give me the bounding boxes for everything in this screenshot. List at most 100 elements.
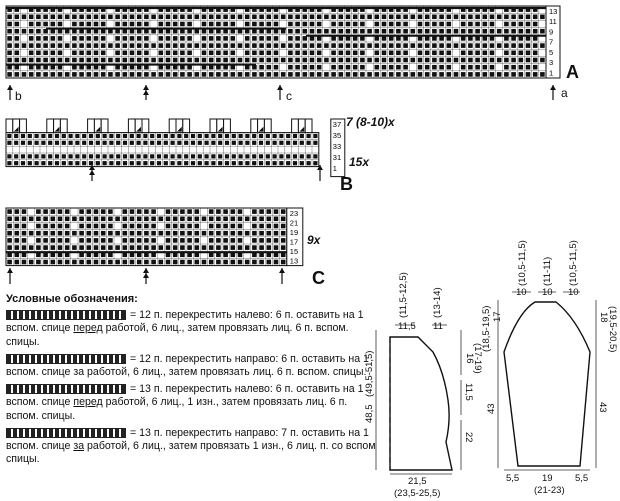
stitch-cell — [252, 28, 257, 34]
stitch-cell — [230, 36, 236, 41]
stitch-cell — [14, 57, 20, 63]
stitch-cell — [388, 7, 394, 12]
stitch-cell — [288, 72, 293, 77]
decrease-cell — [141, 118, 150, 134]
stitch-cell — [28, 43, 34, 48]
stitch-cell — [482, 14, 488, 20]
arrow-head-icon — [143, 90, 149, 95]
arrow-head-icon — [89, 165, 95, 170]
decrease-cell — [46, 118, 55, 134]
stitch-cell — [122, 50, 128, 56]
stitch-cell — [231, 161, 236, 166]
stitch-cell — [316, 14, 322, 20]
stitch-cell — [352, 14, 358, 20]
stitch-cell — [72, 28, 77, 34]
stitch-cell — [309, 72, 315, 77]
stitch-cell — [72, 72, 77, 77]
decrease-cell — [209, 118, 218, 134]
stitch-cell — [266, 238, 272, 243]
stitch-cell — [108, 216, 113, 222]
stitch-cell — [237, 252, 243, 258]
stitch-cell — [338, 57, 344, 63]
stitch-cell — [403, 57, 408, 63]
stitch-cell — [218, 161, 223, 166]
stitch-cell — [136, 216, 142, 222]
stitch-cell — [93, 36, 99, 41]
stitch-cell — [460, 7, 466, 12]
stitch-cell — [201, 50, 207, 56]
stitch-cell — [100, 7, 106, 12]
stitch-cell — [100, 57, 106, 63]
stitch-cell — [525, 50, 531, 56]
stitch-cell — [172, 28, 178, 34]
arrow-head-icon — [7, 85, 13, 90]
stitch-cell — [68, 154, 73, 159]
stitch-cell — [122, 36, 128, 41]
stitch-cell — [208, 28, 214, 34]
stitch-cell — [43, 259, 48, 265]
stitch-cell — [540, 72, 545, 77]
stitch-cell — [396, 21, 401, 27]
stitch-cell — [158, 245, 164, 250]
stitch-cell — [216, 259, 221, 265]
row-number: 9 — [549, 27, 553, 36]
stitch-cell — [475, 50, 480, 56]
decrease-icon — [13, 126, 19, 132]
stitch-cell — [396, 64, 401, 70]
stitch-cell — [504, 7, 509, 12]
cable-left-12-icon — [6, 310, 126, 321]
stitch-cell — [288, 57, 293, 63]
stitch-cell — [136, 133, 141, 139]
stitch-cell — [331, 50, 336, 56]
stitch-cell — [280, 230, 286, 236]
stitch-cell — [165, 238, 171, 243]
stitch-cell — [218, 140, 223, 145]
stitch-cell — [150, 154, 155, 159]
stitch-cell — [468, 28, 473, 34]
stitch-cell — [525, 72, 531, 77]
stitch-cell — [144, 259, 149, 265]
stitch-cell — [201, 28, 207, 34]
stitch-cell — [367, 14, 372, 20]
stitch-cell — [187, 230, 192, 236]
stitch-cell — [28, 36, 34, 41]
stitch-cell — [489, 36, 495, 41]
stitch-cell — [165, 36, 171, 41]
stitch-cell — [345, 36, 351, 41]
stitch-cell — [122, 223, 128, 229]
stitch-cell — [50, 43, 56, 48]
stitch-cell — [28, 7, 34, 12]
stitch-cell — [331, 57, 336, 63]
stitch-cell — [108, 57, 113, 63]
stitch-cell — [432, 36, 437, 41]
stitch-cell — [299, 161, 304, 166]
stitch-cell — [446, 57, 452, 63]
stitch-cell — [129, 238, 135, 243]
stitch-cell — [211, 161, 216, 166]
stitch-cell — [286, 140, 291, 145]
stitch-cell — [295, 72, 300, 77]
stitch-cell — [50, 216, 56, 222]
stitch-cell — [88, 154, 94, 159]
stitch-cell — [93, 223, 99, 229]
stitch-cell — [79, 64, 84, 70]
stitch-cell — [21, 43, 27, 48]
decrease-cell — [59, 118, 68, 134]
stitch-cell — [201, 7, 207, 12]
stitch-cell — [518, 72, 524, 77]
stitch-cell — [122, 140, 128, 145]
stitch-cell — [259, 238, 264, 243]
stitch-cell — [172, 216, 178, 222]
stitch-cell — [252, 245, 257, 250]
stitch-cell — [302, 36, 308, 41]
stitch-cell — [79, 245, 84, 250]
stitch-cell — [374, 7, 380, 12]
stitch-cell — [306, 140, 311, 145]
stitch-cell — [208, 7, 214, 12]
stitch-cell — [374, 43, 380, 48]
stitch-cell — [100, 223, 106, 229]
decrease-cell — [127, 118, 136, 134]
stitch-cell — [532, 57, 538, 63]
stitch-cell — [21, 209, 27, 214]
stitch-cell — [244, 57, 250, 63]
